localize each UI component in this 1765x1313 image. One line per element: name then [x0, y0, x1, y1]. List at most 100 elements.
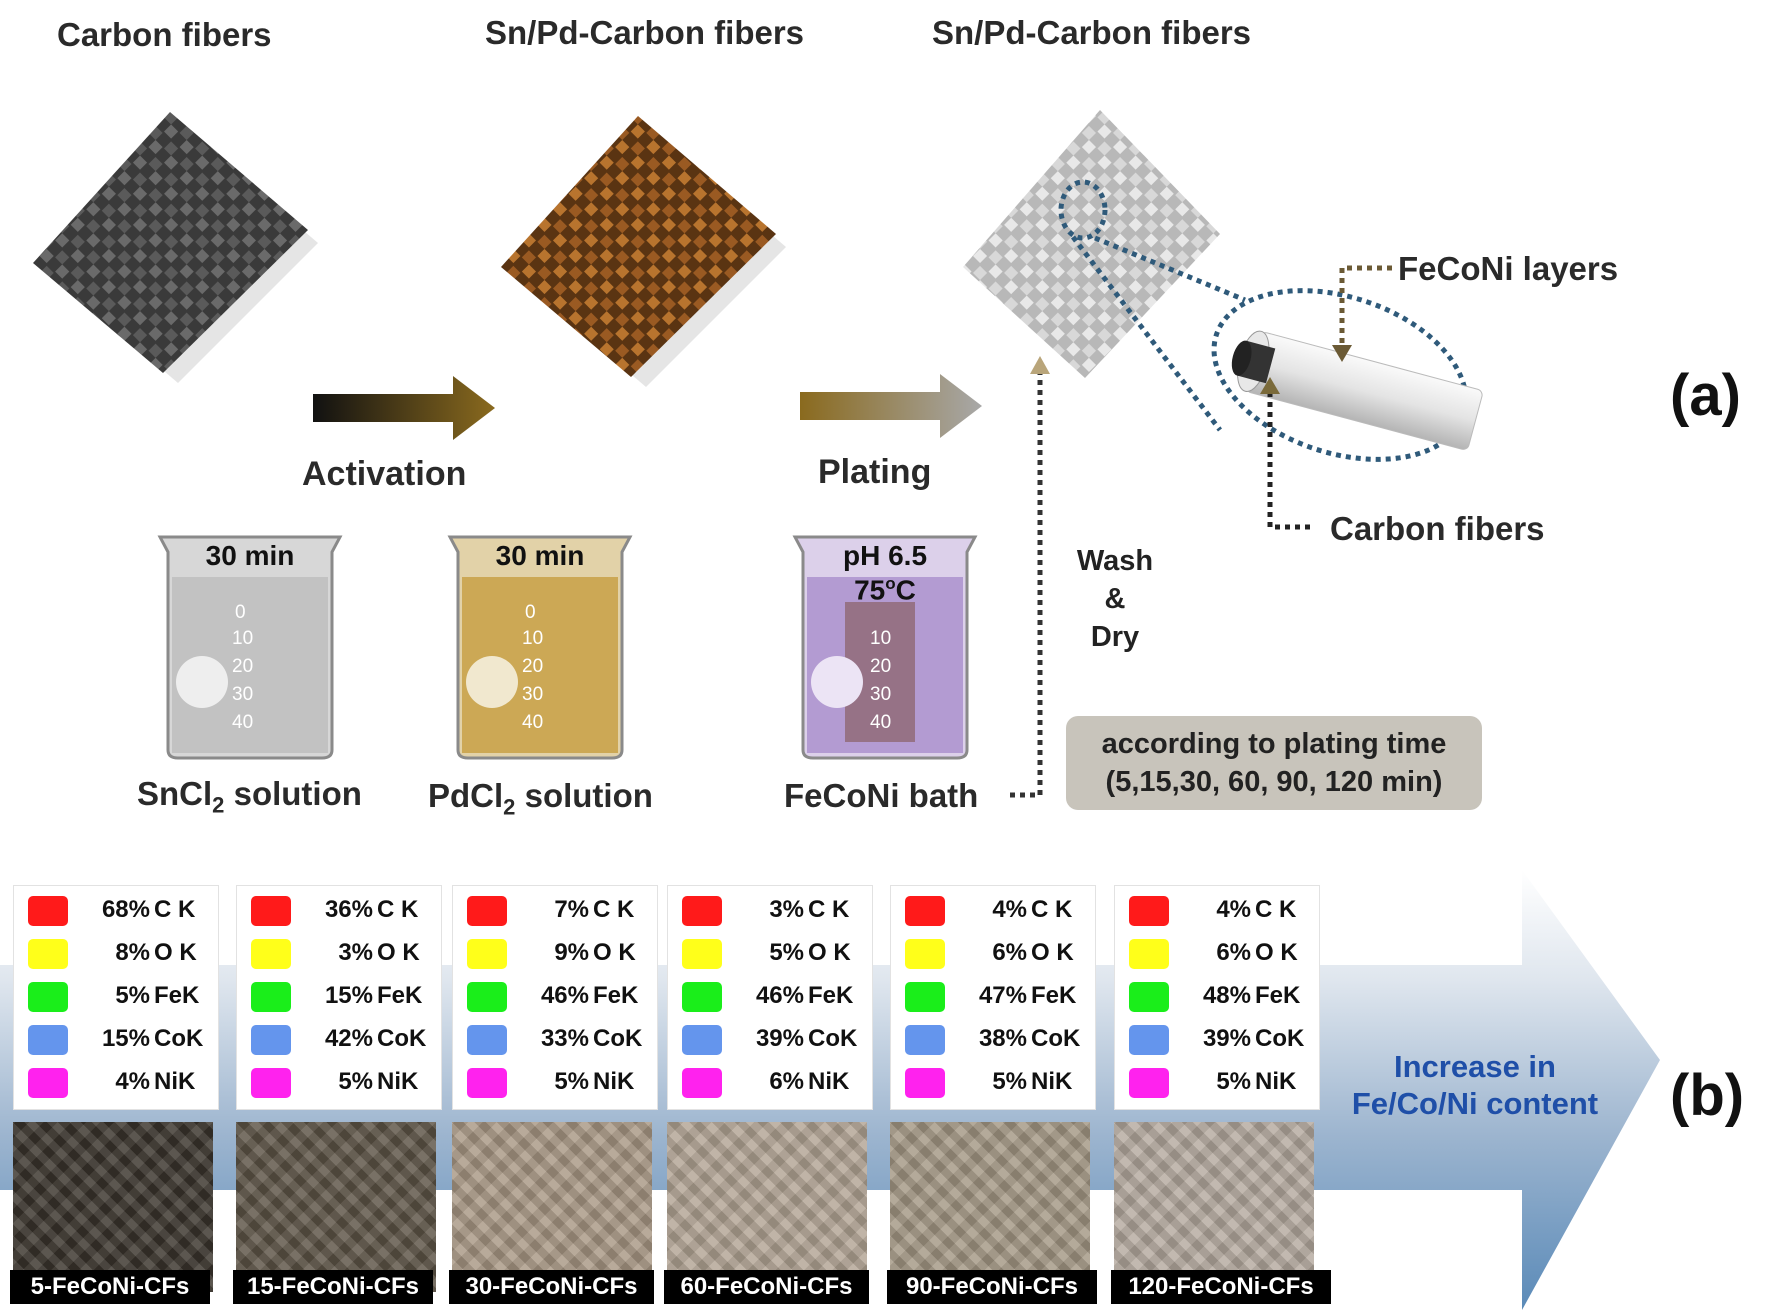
element-percent: 9% [554, 939, 589, 966]
beaker-sncl2: 0 10 20 30 40 30 min [150, 532, 350, 762]
element-name: C K [1255, 896, 1297, 923]
element-name: FeK [1255, 982, 1301, 1009]
color-swatch [905, 1068, 945, 1098]
element-percent: 47% [978, 982, 1027, 1009]
element-percent: 42% [324, 1025, 373, 1052]
legend-row: 5%NiK [237, 1062, 441, 1102]
legend-row: 4%C K [1115, 890, 1319, 930]
activation-arrow [313, 376, 495, 440]
sample-label: 5-FeCoNi-CFs [10, 1270, 210, 1304]
element-percent: 3% [769, 896, 804, 923]
legend-row: 5%NiK [1115, 1062, 1319, 1102]
element-name: FeK [1031, 982, 1077, 1009]
color-swatch [467, 939, 507, 969]
element-name: O K [154, 939, 197, 966]
svg-text:0: 0 [525, 602, 536, 623]
fiber-cylinder [1231, 330, 1483, 450]
svg-text:10: 10 [870, 628, 891, 649]
element-percent: 6% [769, 1068, 804, 1095]
color-swatch [682, 1025, 722, 1055]
legend-row: 48%FeK [1115, 976, 1319, 1016]
beaker-time: 30 min [205, 540, 295, 571]
sample-photo [236, 1122, 436, 1292]
element-percent: 5% [115, 982, 150, 1009]
color-swatch [467, 982, 507, 1012]
element-percent: 36% [324, 896, 373, 923]
beaker-pdcl2: 0 10 20 30 40 30 min [440, 532, 640, 762]
element-name: CoK [593, 1025, 643, 1052]
color-swatch [1129, 982, 1169, 1012]
element-name: NiK [154, 1068, 196, 1095]
legend-row: 6%O K [1115, 933, 1319, 973]
svg-text:10: 10 [232, 628, 253, 649]
plating-time-note: according to plating time (5,15,30, 60, … [1066, 716, 1482, 810]
element-percent: 5% [554, 1068, 589, 1095]
element-name: O K [808, 939, 851, 966]
legend-row: 15%FeK [237, 976, 441, 1016]
element-name: O K [593, 939, 636, 966]
snpd-fabric [501, 116, 776, 377]
element-name: NiK [1255, 1068, 1297, 1095]
title-snpd-carbon-fibers-2: Sn/Pd-Carbon fibers [932, 14, 1252, 51]
svg-text:40: 40 [232, 712, 253, 733]
element-name: NiK [1031, 1068, 1073, 1095]
element-percent: 39% [1202, 1025, 1251, 1052]
color-swatch [467, 896, 507, 926]
legend-row: 3%C K [668, 890, 872, 930]
element-percent: 5% [1216, 1068, 1251, 1095]
beaker-time: 30 min [495, 540, 585, 571]
element-percent: 6% [992, 939, 1027, 966]
element-name: C K [808, 896, 850, 923]
increase-text: Increase in Fe/Co/Ni content [1351, 1049, 1599, 1121]
color-swatch [1129, 1068, 1169, 1098]
color-swatch [905, 982, 945, 1012]
color-swatch [682, 939, 722, 969]
element-name: NiK [377, 1068, 419, 1095]
sample-label: 60-FeCoNi-CFs [664, 1270, 869, 1304]
color-swatch [905, 939, 945, 969]
color-swatch [28, 1068, 68, 1098]
color-swatch [28, 939, 68, 969]
beaker-temperature: 75oC [854, 574, 916, 606]
sample-photo [890, 1122, 1090, 1292]
legend-row: 5%NiK [453, 1062, 657, 1102]
svg-text:0: 0 [235, 602, 246, 623]
svg-text:30: 30 [522, 684, 543, 705]
color-swatch [905, 896, 945, 926]
element-percent: 4% [115, 1068, 150, 1095]
legend-row: 8%O K [14, 933, 218, 973]
element-percent: 4% [1216, 896, 1251, 923]
element-percent: 6% [1216, 939, 1251, 966]
element-name: FeK [593, 982, 639, 1009]
color-swatch [251, 1068, 291, 1098]
legend-row: 68%C K [14, 890, 218, 930]
legend-row: 4%C K [891, 890, 1095, 930]
zoom-line [1071, 235, 1222, 432]
legend-row: 5%FeK [14, 976, 218, 1016]
solution-label-sncl2: SnCl2 solution [137, 775, 362, 818]
legend-row: 5%O K [668, 933, 872, 973]
wash-dry-text: Wash & Dry [1076, 545, 1154, 653]
zoom-line [1094, 235, 1246, 303]
svg-text:20: 20 [232, 656, 253, 677]
color-swatch [1129, 896, 1169, 926]
element-name: NiK [808, 1068, 850, 1095]
legend-row: 4%NiK [14, 1062, 218, 1102]
carbon-fibers-label: Carbon fibers [1330, 510, 1545, 547]
sample-photo [13, 1122, 213, 1292]
solution-label-feconi: FeCoNi bath [784, 777, 979, 814]
panel-label-a: (a) [1670, 363, 1741, 428]
beaker-feconi: 10 20 30 40 pH 6.5 75oC [785, 532, 985, 762]
solution-label-pdcl2: PdCl2 solution [428, 777, 653, 820]
sample-photo [667, 1122, 867, 1292]
element-name: FeK [154, 982, 200, 1009]
sample-photo [452, 1122, 652, 1292]
legend-row: 46%FeK [453, 976, 657, 1016]
legend-row: 15%CoK [14, 1019, 218, 1059]
legend-row: 46%FeK [668, 976, 872, 1016]
sample-label: 30-FeCoNi-CFs [449, 1270, 654, 1304]
legend-row: 6%NiK [668, 1062, 872, 1102]
